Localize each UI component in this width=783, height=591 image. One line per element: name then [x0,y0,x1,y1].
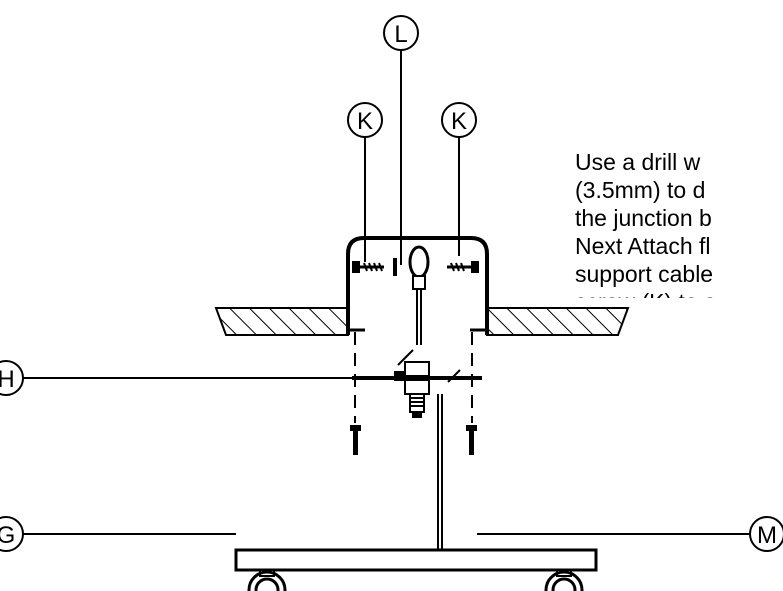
fixture-g [234,394,598,591]
screw-m-left [350,425,361,455]
leader-lines [22,50,750,535]
instruction-line: Use a drill w [575,149,701,175]
callout-k-left-label: K [357,108,373,135]
callout-h-label: H [0,366,15,393]
callout-l: L [383,15,419,51]
callout-k-left: K [347,102,383,138]
callout-g: G [0,516,24,552]
callout-m: M [749,516,783,552]
screw-k-right [447,261,479,273]
screw-k-left [352,258,397,276]
instruction-line: screw (K) to s [575,288,783,298]
instruction-line: the junction b [575,205,712,231]
junction-box [346,236,489,335]
support-cable [397,245,461,383]
callout-k-right: K [441,102,477,138]
callout-g-label: G [0,522,15,549]
instruction-line: Next Attach fl [575,233,711,259]
callout-l-label: L [394,21,407,48]
callout-h: H [0,360,24,396]
instruction-line: support cable [575,261,714,287]
installation-instructions: Use a drill w (3.5mm) to d the junction … [575,148,783,298]
screw-m-right [466,425,477,455]
callout-k-right-label: K [451,108,467,135]
instruction-line: (3.5mm) to d [575,177,706,203]
canopy-plate-h [352,361,482,418]
callout-m-label: M [757,522,777,549]
